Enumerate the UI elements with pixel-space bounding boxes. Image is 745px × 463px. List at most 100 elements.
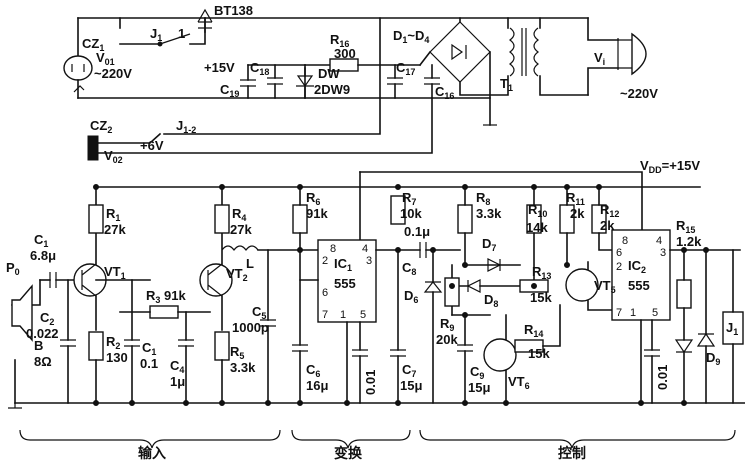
svg-text:+15V: +15V	[204, 60, 235, 75]
svg-text:2: 2	[322, 255, 328, 267]
svg-text:10k: 10k	[400, 206, 422, 221]
svg-text:2k: 2k	[600, 218, 615, 233]
diode-d8-icon	[466, 279, 481, 293]
svg-text:130: 130	[106, 350, 128, 365]
mains-plug-icon	[631, 32, 647, 76]
ic2-555-chip	[611, 229, 671, 321]
socket-cz2-icon	[87, 135, 99, 161]
resistor-r2-icon	[88, 331, 104, 361]
svg-text:6: 6	[616, 247, 622, 259]
svg-text:P0: P0	[6, 260, 20, 277]
svg-text:3: 3	[366, 255, 372, 267]
svg-text:L: L	[246, 256, 254, 271]
svg-text:CZ2: CZ2	[90, 118, 112, 135]
svg-text:VT1: VT1	[104, 264, 126, 281]
speaker-icon	[11, 284, 33, 342]
svg-text:J1-2: J1-2	[176, 118, 196, 135]
svg-text:C4: C4	[170, 358, 184, 375]
svg-text:B: B	[34, 338, 43, 353]
svg-text:R16: R16	[330, 32, 349, 49]
svg-text:6: 6	[322, 287, 328, 299]
labels: CZ1 V01 ~220V BT138 J1 1 R16 300 D1~D4 +…	[6, 3, 738, 462]
svg-text:1.2k: 1.2k	[676, 234, 702, 249]
socket-cz1-icon	[63, 55, 93, 81]
svg-text:300: 300	[334, 46, 356, 61]
svg-text:~220V: ~220V	[620, 86, 658, 101]
svg-text:R5: R5	[230, 344, 244, 361]
svg-text:15k: 15k	[530, 290, 552, 305]
svg-text:D9: D9	[706, 350, 720, 367]
svg-text:~220V: ~220V	[94, 66, 132, 81]
svg-text:C2: C2	[40, 310, 54, 327]
svg-text:C16: C16	[435, 84, 454, 101]
diode-d6-icon	[423, 281, 443, 293]
diode-d7-icon	[487, 258, 502, 272]
svg-text:0.1: 0.1	[140, 356, 158, 371]
svg-text:V02: V02	[104, 148, 123, 165]
transformer-t1-icon	[509, 27, 539, 77]
inductor-l-icon	[221, 245, 259, 251]
resistor-r1-icon	[88, 204, 104, 234]
svg-text:D7: D7	[482, 236, 496, 253]
svg-text:C9: C9	[470, 364, 484, 381]
svg-text:0.01: 0.01	[363, 370, 378, 395]
svg-text:2DW9: 2DW9	[314, 82, 350, 97]
svg-text:27k: 27k	[104, 222, 126, 237]
svg-text:R4: R4	[232, 206, 246, 223]
svg-text:5: 5	[360, 309, 366, 321]
svg-text:91k: 91k	[306, 206, 328, 221]
svg-text:8Ω: 8Ω	[34, 354, 52, 369]
svg-text:5: 5	[652, 307, 658, 319]
svg-text:16μ: 16μ	[306, 378, 328, 393]
brace-input	[19, 429, 281, 449]
resistor-r3-icon	[149, 305, 179, 319]
svg-text:R11: R11	[566, 190, 585, 207]
svg-text:C6: C6	[306, 362, 320, 379]
svg-text:VT5: VT5	[594, 278, 616, 295]
svg-text:R3 91k: R3 91k	[146, 288, 186, 306]
svg-text:3.3k: 3.3k	[230, 360, 256, 375]
svg-text:V01: V01	[96, 50, 115, 67]
svg-text:VT6: VT6	[508, 374, 530, 391]
diode-d9-icon	[696, 332, 716, 347]
svg-text:C18: C18	[250, 60, 269, 77]
svg-text:R10: R10	[528, 202, 547, 219]
brace-convert	[291, 429, 411, 449]
transistor-vt5-icon	[565, 268, 599, 302]
svg-text:7: 7	[616, 307, 622, 319]
svg-text:8: 8	[330, 243, 336, 255]
resistor-r4-icon	[214, 204, 230, 234]
svg-text:R12: R12	[600, 202, 619, 219]
svg-text:D6: D6	[404, 288, 418, 305]
brace-control	[419, 429, 736, 449]
svg-text:20k: 20k	[436, 332, 458, 347]
resistor-r7-icon	[390, 195, 406, 225]
section-control-label: 控制	[558, 445, 586, 462]
svg-text:J1: J1	[726, 320, 738, 337]
section-convert-label: 变换	[334, 445, 363, 462]
svg-text:R14: R14	[524, 322, 543, 339]
resistor-r8-icon	[457, 204, 473, 234]
svg-text:1: 1	[630, 307, 636, 319]
svg-text:1000p: 1000p	[232, 320, 269, 335]
bridge-rectifier-icon	[429, 21, 491, 83]
svg-text:R13: R13	[532, 264, 551, 281]
triac-bt138-icon	[197, 8, 213, 33]
svg-text:C7: C7	[402, 362, 416, 379]
svg-text:2k: 2k	[570, 206, 585, 221]
svg-text:2: 2	[616, 261, 622, 273]
svg-text:C8: C8	[402, 260, 416, 277]
svg-text:1: 1	[340, 309, 346, 321]
svg-text:Vi: Vi	[594, 50, 605, 67]
svg-text:555: 555	[334, 276, 356, 291]
svg-text:3: 3	[660, 247, 666, 259]
svg-text:D8: D8	[484, 292, 498, 309]
resistor-r15-icon	[676, 279, 692, 309]
svg-text:VT2: VT2	[226, 266, 248, 283]
svg-text:IC2: IC2	[628, 258, 646, 275]
resistor-r5-icon	[214, 331, 230, 361]
svg-text:6.8μ: 6.8μ	[30, 248, 56, 263]
svg-text:C5: C5	[252, 304, 266, 321]
junction-dots	[93, 184, 709, 406]
